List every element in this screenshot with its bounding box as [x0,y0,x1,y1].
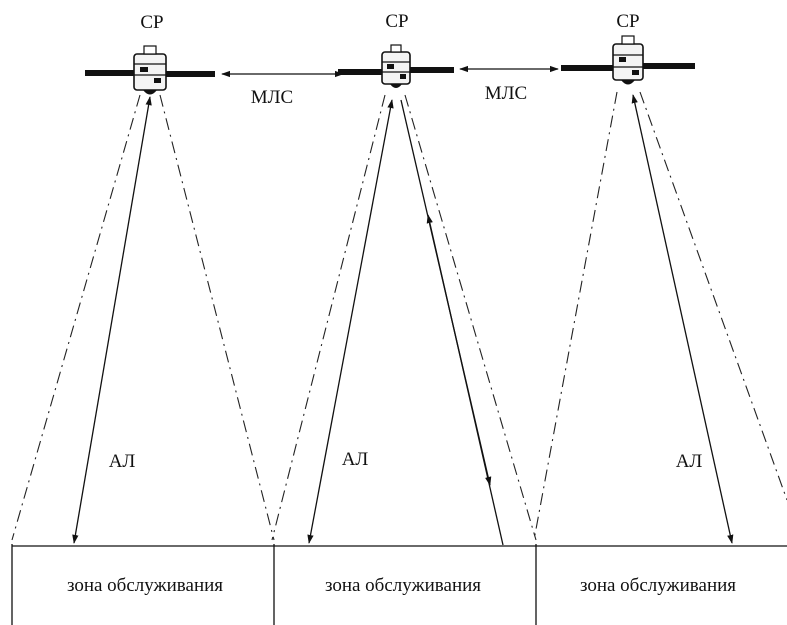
satellite-label-3: CP [616,11,639,32]
satellite-label-1: CP [140,12,163,33]
satellite-icon [85,45,215,95]
satellite-label-2: CP [385,11,408,32]
access-link-arrow-1 [72,96,152,544]
zone-label-3: зона обслуживания [580,575,736,596]
satellite-icon [338,44,454,88]
satellite-3 [561,35,695,85]
intersatellite-link-lines [221,65,559,78]
beam-edge [639,91,787,501]
coverage-beams [11,91,787,541]
access-link-lines [72,94,734,546]
satellite-icon [561,35,695,85]
beam-edge [271,94,386,541]
access-link-arrow-2 [307,99,394,544]
access-link-label-2: АЛ [342,449,369,470]
satellite-1 [85,45,215,95]
zone-label-2: зона обслуживания [325,575,481,596]
isl-label-1: МЛС [251,87,293,108]
beam-edge [533,91,618,541]
satellite-2 [338,44,454,88]
beam-edge [159,94,275,541]
access-link-arrow-3 [631,94,734,544]
beam-edge [11,94,141,541]
access-link-arrow-2c [426,214,504,546]
beam-edge [404,94,537,541]
ground-zones [11,544,787,625]
isl-label-2: МЛС [485,83,527,104]
access-link-label-3: АЛ [676,451,703,472]
access-link-label-1: АЛ [109,451,136,472]
zone-label-1: зона обслуживания [67,575,223,596]
